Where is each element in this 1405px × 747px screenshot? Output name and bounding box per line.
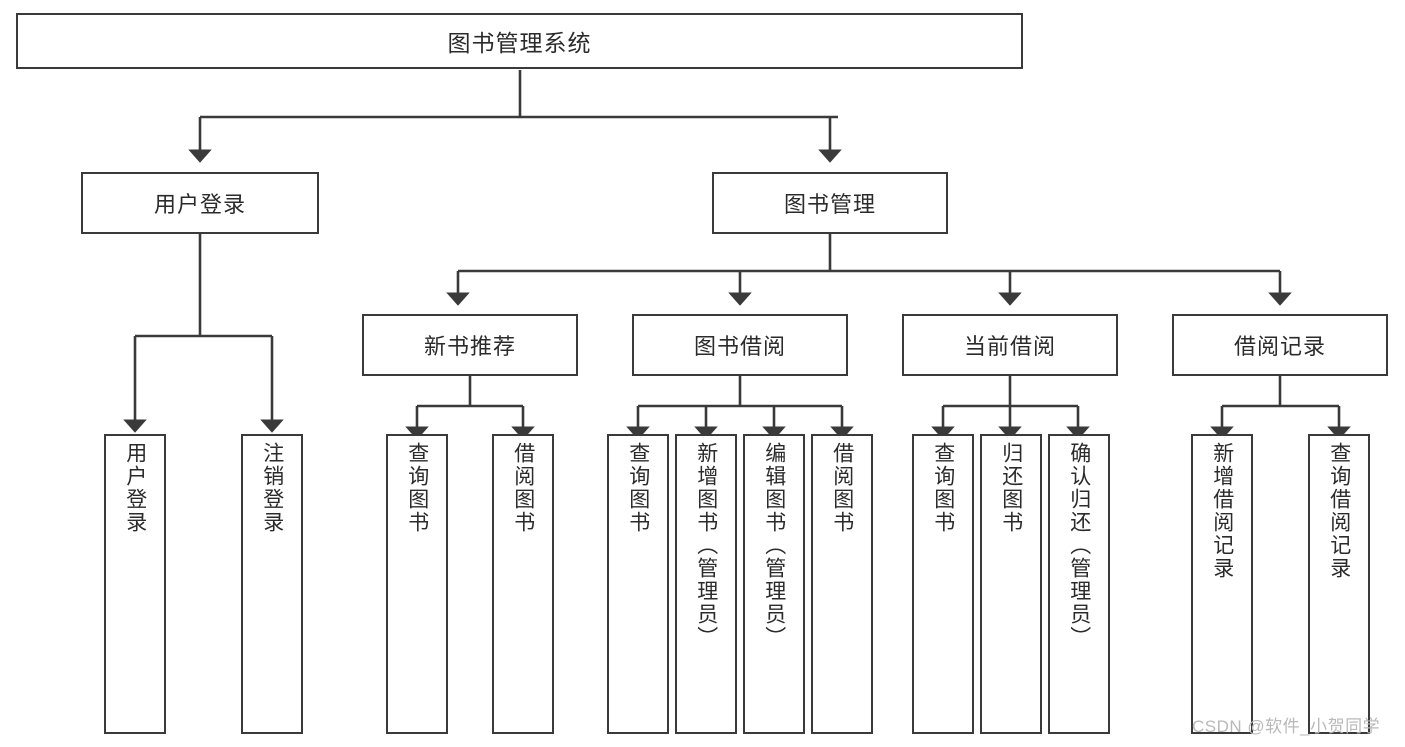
node-leaf-query-record[interactable]: 查询借阅记录 <box>1308 434 1370 734</box>
node-leaf-confirm-return-label: 确认归还（管理员） <box>1067 442 1091 649</box>
node-leaf-user-login[interactable]: 用户登录 <box>104 434 166 734</box>
node-leaf-query-book-2-label: 查询图书 <box>626 442 650 534</box>
node-borrow-record-label: 借阅记录 <box>1233 334 1326 359</box>
node-leaf-query-book-1-label: 查询图书 <box>405 442 429 534</box>
node-leaf-return-book[interactable]: 归还图书 <box>980 434 1042 734</box>
node-leaf-query-book-3[interactable]: 查询图书 <box>912 434 974 734</box>
node-new-book-recommend-label: 新书推荐 <box>423 334 516 359</box>
node-leaf-borrow-book-2[interactable]: 借阅图书 <box>811 434 873 734</box>
node-leaf-query-record-label: 查询借阅记录 <box>1327 442 1351 580</box>
node-book-borrow[interactable]: 图书借阅 <box>632 314 848 376</box>
node-current-borrow-label: 当前借阅 <box>963 334 1056 359</box>
node-new-book-recommend[interactable]: 新书推荐 <box>362 314 578 376</box>
node-leaf-borrow-book-2-label: 借阅图书 <box>830 442 854 534</box>
node-leaf-query-book-2[interactable]: 查询图书 <box>607 434 669 734</box>
node-leaf-borrow-book-1[interactable]: 借阅图书 <box>492 434 554 734</box>
node-user-login-label: 用户登录 <box>153 192 246 217</box>
node-book-manage-label: 图书管理 <box>783 192 876 217</box>
node-leaf-logout-login[interactable]: 注销登录 <box>241 434 303 734</box>
node-leaf-add-book-label: 新增图书（管理员） <box>694 442 718 649</box>
node-leaf-add-record[interactable]: 新增借阅记录 <box>1191 434 1253 734</box>
node-book-manage[interactable]: 图书管理 <box>712 172 948 234</box>
node-leaf-edit-book-label: 编辑图书（管理员） <box>762 442 786 649</box>
watermark-text: CSDN @软件_小贺同学 <box>1192 717 1381 736</box>
node-leaf-return-book-label: 归还图书 <box>999 442 1023 534</box>
node-book-borrow-label: 图书借阅 <box>693 334 786 359</box>
node-user-login[interactable]: 用户登录 <box>81 172 319 234</box>
node-borrow-record[interactable]: 借阅记录 <box>1172 314 1388 376</box>
node-leaf-logout-login-label: 注销登录 <box>260 442 284 534</box>
node-leaf-query-book-1[interactable]: 查询图书 <box>386 434 448 734</box>
node-leaf-add-book[interactable]: 新增图书（管理员） <box>675 434 737 734</box>
node-leaf-borrow-book-1-label: 借阅图书 <box>511 442 535 534</box>
node-root-label: 图书管理系统 <box>447 30 592 56</box>
node-current-borrow[interactable]: 当前借阅 <box>902 314 1118 376</box>
node-leaf-query-book-3-label: 查询图书 <box>931 442 955 534</box>
node-leaf-user-login-label: 用户登录 <box>123 442 147 534</box>
node-leaf-add-record-label: 新增借阅记录 <box>1210 442 1234 580</box>
node-leaf-edit-book[interactable]: 编辑图书（管理员） <box>743 434 805 734</box>
node-leaf-confirm-return[interactable]: 确认归还（管理员） <box>1048 434 1110 734</box>
node-root[interactable]: 图书管理系统 <box>16 13 1023 69</box>
